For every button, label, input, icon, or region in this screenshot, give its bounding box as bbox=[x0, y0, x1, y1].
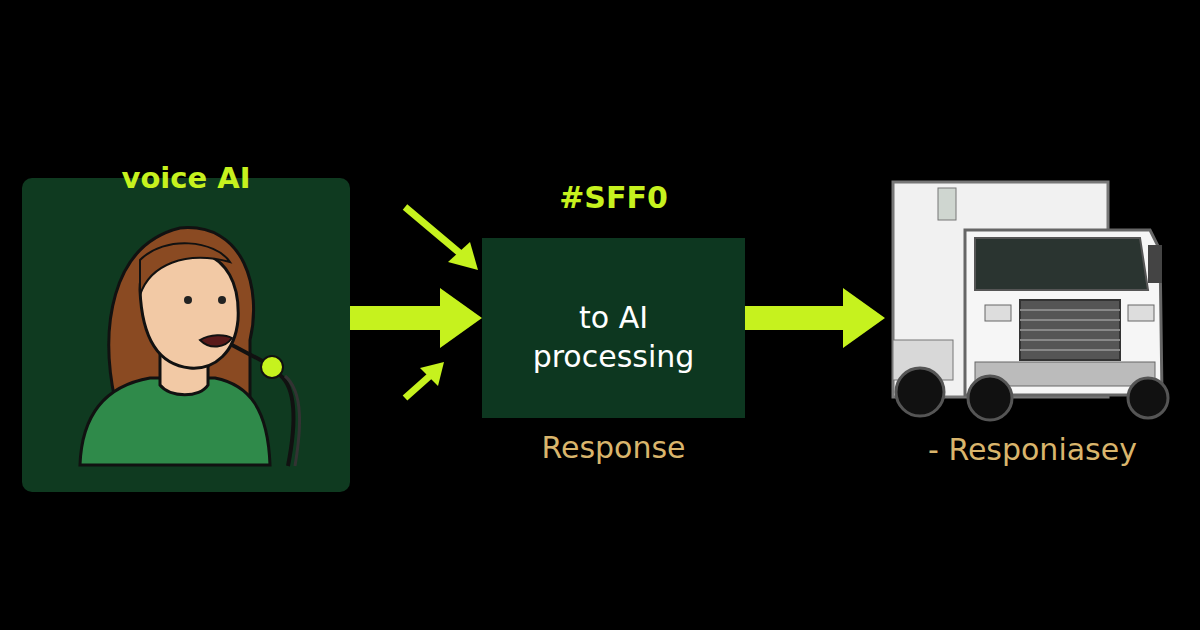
wheel bbox=[1128, 378, 1168, 418]
flow-arrow bbox=[350, 288, 482, 348]
truck bbox=[893, 182, 1168, 420]
wheel bbox=[896, 368, 944, 416]
pointer-head bbox=[448, 242, 478, 270]
fringe bbox=[140, 243, 230, 295]
wheel bbox=[968, 376, 1012, 420]
arrow-shape bbox=[350, 288, 482, 348]
pointer-arrow bbox=[405, 207, 462, 255]
headlight bbox=[985, 305, 1011, 321]
headlight bbox=[1128, 305, 1154, 321]
flow-arrow bbox=[745, 288, 885, 348]
node-text: to AI processing bbox=[512, 298, 715, 376]
mic-stand bbox=[280, 375, 293, 466]
eye bbox=[184, 296, 192, 304]
pointer-head bbox=[420, 362, 444, 386]
fridge-unit bbox=[938, 188, 956, 220]
mouth bbox=[200, 335, 232, 346]
grille-bars bbox=[1020, 310, 1120, 350]
process-box: #SFF0to AI processingResponse bbox=[482, 238, 745, 418]
mic-cable bbox=[285, 376, 300, 466]
arrow-shape bbox=[745, 288, 885, 348]
node-text: Response bbox=[442, 428, 785, 467]
node-text: - Responiasey bbox=[855, 430, 1200, 469]
woman-speaker bbox=[80, 228, 300, 466]
node-text: voice AI bbox=[22, 160, 350, 198]
windshield bbox=[975, 238, 1148, 290]
node-text: #SFF0 bbox=[442, 178, 785, 217]
hair bbox=[109, 228, 254, 400]
cab bbox=[965, 230, 1162, 395]
microphone bbox=[261, 356, 283, 378]
eye bbox=[218, 296, 226, 304]
pointer-arrow bbox=[405, 374, 432, 398]
grille bbox=[1020, 300, 1120, 360]
mirror bbox=[1148, 245, 1162, 283]
